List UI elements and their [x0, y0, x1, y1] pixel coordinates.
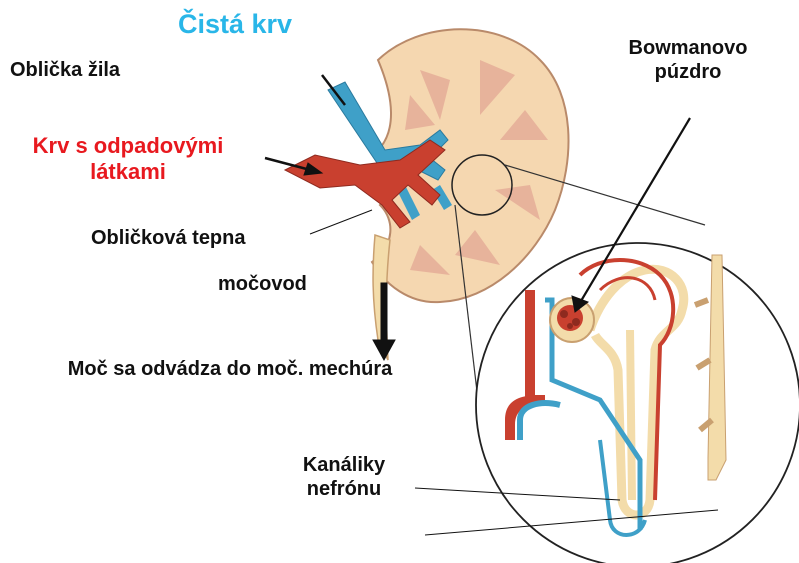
urine-flow-label: Moč sa odvádza do moč. mechúra — [60, 357, 400, 381]
clean-blood-label: Čistá krv — [178, 8, 292, 40]
waste-blood-label: Krv s odpadovými látkami — [8, 133, 248, 186]
nephron-magnified — [476, 243, 799, 563]
renal-artery-label: Obličková tepna — [91, 226, 246, 250]
glomerulus — [550, 298, 594, 342]
ureter-label: močovod — [218, 272, 307, 296]
bowman-capsule-label: Bowmanovo púzdro — [628, 36, 748, 84]
nephron-tubules-label: Kanáliky nefrónu — [274, 453, 414, 501]
renal-vein-label: Oblička žila — [10, 58, 120, 82]
